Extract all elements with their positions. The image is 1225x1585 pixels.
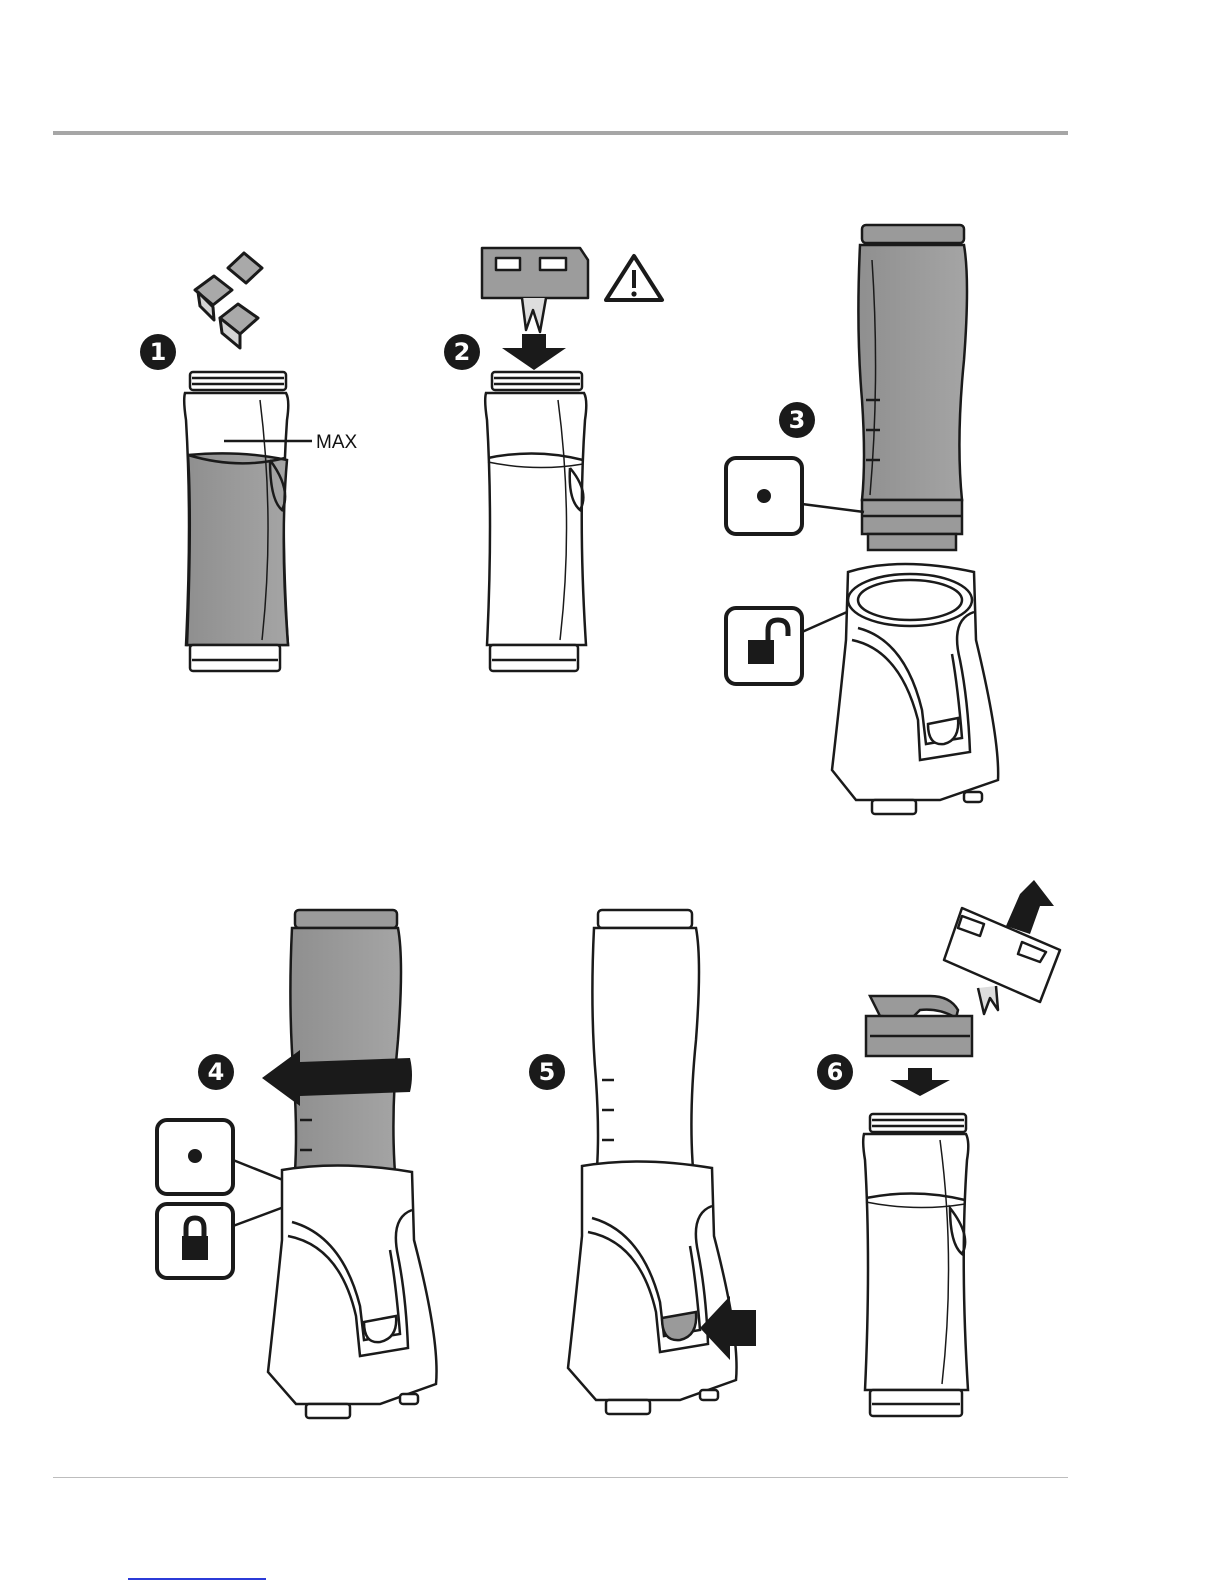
- step-6-badge: 6: [817, 1054, 853, 1090]
- step-3-panel: 3: [726, 225, 998, 814]
- inverted-bottle: [858, 225, 967, 550]
- down-arrow-icon: [890, 1068, 950, 1096]
- motor-base: [268, 1165, 437, 1418]
- step-3-badge: 3: [779, 402, 815, 438]
- attached-bottle: [290, 910, 401, 1201]
- step-4-number: 4: [208, 1058, 225, 1086]
- up-arrow-icon: [1006, 880, 1054, 934]
- step-2-panel: 2: [444, 248, 662, 671]
- max-fill-label: MAX: [316, 432, 358, 453]
- bottom-divider: [53, 1477, 1068, 1478]
- step-6-panel: 6: [817, 880, 1060, 1416]
- bottle-empty: [863, 1114, 968, 1416]
- bottle-with-liquid: [184, 372, 312, 671]
- motor-base: [832, 564, 998, 814]
- step-5-number: 5: [539, 1058, 556, 1086]
- down-arrow-icon: [502, 334, 566, 370]
- bottle-empty: [485, 372, 586, 671]
- step-2-badge: 2: [444, 334, 480, 370]
- lock-symbol-icon: [157, 1204, 292, 1278]
- step-5-badge: 5: [529, 1054, 565, 1090]
- step-1-number: 1: [150, 338, 167, 366]
- step-5-panel: 5: [529, 910, 756, 1414]
- step-4-badge: 4: [198, 1054, 234, 1090]
- dot-symbol-icon: [726, 458, 864, 534]
- step-2-number: 2: [454, 338, 471, 366]
- warning-triangle-icon: [606, 256, 662, 300]
- blade-assembly-icon: [482, 248, 588, 332]
- step-6-number: 6: [827, 1058, 844, 1086]
- unlock-symbol-icon: [726, 608, 856, 684]
- blade-assembly-icon: [944, 908, 1060, 1014]
- ice-cubes-icon: [195, 253, 262, 348]
- step-4-panel: 4: [157, 910, 437, 1418]
- motor-base: [568, 1161, 737, 1414]
- attached-bottle-white: [592, 910, 699, 1196]
- step-3-number: 3: [789, 406, 806, 434]
- drinking-lid: [866, 996, 972, 1056]
- step-1-panel: 1 MAX: [140, 253, 358, 671]
- dot-symbol-icon: [157, 1120, 298, 1194]
- page-corner-mark: [128, 1578, 266, 1580]
- step-1-badge: 1: [140, 334, 176, 370]
